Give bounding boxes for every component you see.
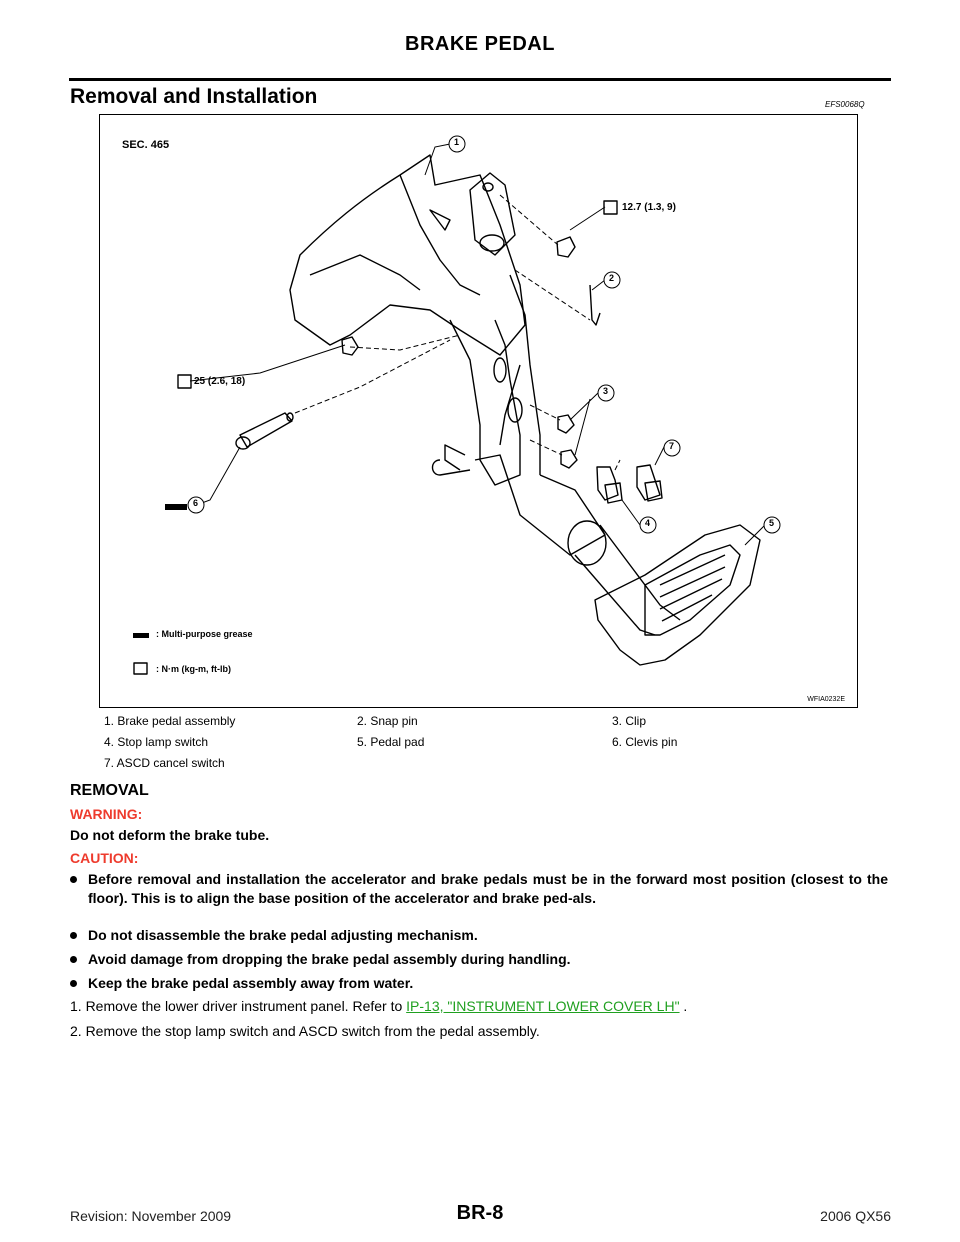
section-title: Removal and Installation: [70, 85, 318, 108]
part-item: 1. Brake pedal assembly: [104, 714, 236, 728]
brake-pedal-drawing: [133, 135, 781, 675]
bullet-icon: [70, 932, 77, 939]
footer-revision: Revision: November 2009: [70, 1208, 232, 1224]
brake-pedal-figure: SEC. 465 12.7 (1.3, 9) 25 (2.6, 18) 1 2 …: [99, 114, 858, 708]
callout-6: 6: [193, 498, 199, 508]
callout-1: 1: [454, 137, 460, 147]
warning-label: WARNING:: [70, 806, 143, 822]
warning-text: Do not deform the brake tube.: [70, 827, 270, 843]
part-item: 6. Clevis pin: [612, 735, 678, 749]
part-item: 2. Snap pin: [357, 714, 418, 728]
callout-7: 7: [669, 441, 675, 451]
legend-torque-label: : N·m (kg-m, ft-lb): [156, 664, 231, 674]
bullet-icon: [70, 876, 77, 883]
section-number-label: SEC. 465: [122, 139, 170, 151]
bullet-icon: [70, 980, 77, 987]
torque-spec-nut-label: 12.7 (1.3, 9): [622, 202, 676, 213]
instrument-lower-cover-link[interactable]: IP-13, "INSTRUMENT LOWER COVER LH": [406, 998, 680, 1014]
part-item: 3. Clip: [612, 714, 647, 728]
legend-grease-label: : Multi-purpose grease: [156, 629, 253, 639]
footer-page-number: BR-8: [456, 1202, 504, 1224]
step-1: 1. Remove the lower driver instrument pa…: [70, 998, 687, 1014]
removal-heading: REMOVAL: [70, 782, 149, 799]
caution-item: Keep the brake pedal assembly away from …: [70, 974, 890, 994]
caution-item: Avoid damage from dropping the brake ped…: [70, 950, 890, 970]
callout-4: 4: [645, 518, 651, 528]
caution-text: Do not disassemble the brake pedal adjus…: [88, 927, 478, 943]
step-1-text: 1. Remove the lower driver instrument pa…: [70, 998, 407, 1014]
caution-text: Keep the brake pedal assembly away from …: [88, 975, 414, 991]
step-2: 2. Remove the stop lamp switch and ASCD …: [70, 1023, 540, 1039]
step-1-suffix: .: [679, 998, 688, 1014]
callout-5: 5: [769, 518, 775, 528]
bullet-icon: [70, 956, 77, 963]
part-item: 4. Stop lamp switch: [104, 735, 209, 749]
part-item: 5. Pedal pad: [357, 735, 425, 749]
footer-model: 2006 QX56: [820, 1208, 891, 1224]
page-header-title: BRAKE PEDAL: [405, 33, 555, 55]
section-code: EFS0068Q: [825, 100, 865, 109]
figure-code: WFIA0232E: [807, 696, 845, 703]
callout-2: 2: [609, 273, 615, 283]
caution-label: CAUTION:: [70, 850, 139, 866]
header-rule: [69, 78, 891, 81]
caution-item: Before removal and installation the acce…: [70, 870, 890, 930]
torque-spec-bolt-label: 25 (2.6, 18): [194, 376, 246, 387]
callout-3: 3: [603, 386, 609, 396]
caution-text: Avoid damage from dropping the brake ped…: [88, 951, 571, 967]
caution-text: Before removal and installation the acce…: [88, 871, 888, 906]
part-item: 7. ASCD cancel switch: [104, 756, 225, 770]
caution-item: Do not disassemble the brake pedal adjus…: [70, 926, 890, 946]
